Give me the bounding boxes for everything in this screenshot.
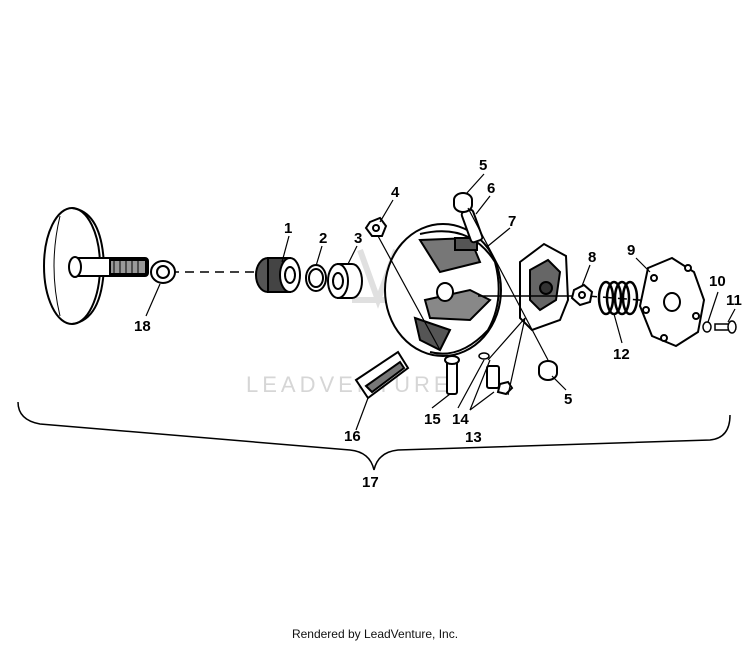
roller-part-5-top[interactable]	[453, 192, 473, 213]
callout-4: 4	[391, 184, 400, 201]
washer-part-18[interactable]	[150, 260, 176, 284]
nut-part-4[interactable]	[364, 216, 388, 237]
fixed-sheave-part[interactable]	[43, 207, 149, 325]
roller-part-5-bottom[interactable]	[538, 360, 558, 381]
spider-plate-part[interactable]	[478, 242, 580, 332]
nut-part-8[interactable]	[570, 283, 594, 307]
movable-sheave-part-7[interactable]	[384, 223, 502, 357]
callout-13: 13	[465, 429, 482, 446]
footer-credit: Rendered by LeadVenture, Inc.	[291, 627, 459, 641]
callout-17: 17	[362, 474, 379, 491]
callout-14: 14	[452, 411, 469, 428]
callout-5-bottom: 5	[564, 391, 572, 408]
callout-7: 7	[508, 213, 516, 230]
washer-part-10[interactable]	[702, 321, 712, 333]
center-axis-line-right	[587, 295, 691, 305]
callout-11: 11	[726, 292, 742, 309]
cover-plate-part-9[interactable]	[638, 256, 706, 348]
weight-part-13[interactable]	[486, 365, 514, 396]
watermark: LEADVENTURE	[246, 248, 453, 397]
callout-2: 2	[319, 230, 327, 247]
bearing-part-1[interactable]	[255, 257, 301, 293]
watermark-text: LEADVENTURE	[246, 372, 453, 397]
callout-18: 18	[134, 318, 151, 335]
leader-lines	[145, 173, 736, 431]
screw-part-11[interactable]	[714, 320, 737, 334]
callout-9: 9	[627, 242, 635, 259]
callout-8: 8	[588, 249, 596, 266]
slider-shoe-part-16[interactable]	[354, 350, 410, 400]
bolt-part-15[interactable]	[444, 355, 460, 395]
washer-part-14[interactable]	[478, 352, 490, 360]
spring-part-12[interactable]	[597, 280, 639, 316]
callout-12: 12	[613, 346, 630, 363]
callout-1: 1	[284, 220, 292, 237]
callout-6: 6	[487, 180, 495, 197]
callout-16: 16	[344, 428, 361, 445]
callout-5-top: 5	[479, 157, 487, 174]
bushing-part-3[interactable]	[327, 263, 363, 299]
callout-15: 15	[424, 411, 441, 428]
callout-10: 10	[709, 273, 726, 290]
callout-3: 3	[354, 230, 362, 247]
ring-part-2[interactable]	[305, 264, 327, 292]
assembly-bracket-17	[17, 401, 731, 471]
